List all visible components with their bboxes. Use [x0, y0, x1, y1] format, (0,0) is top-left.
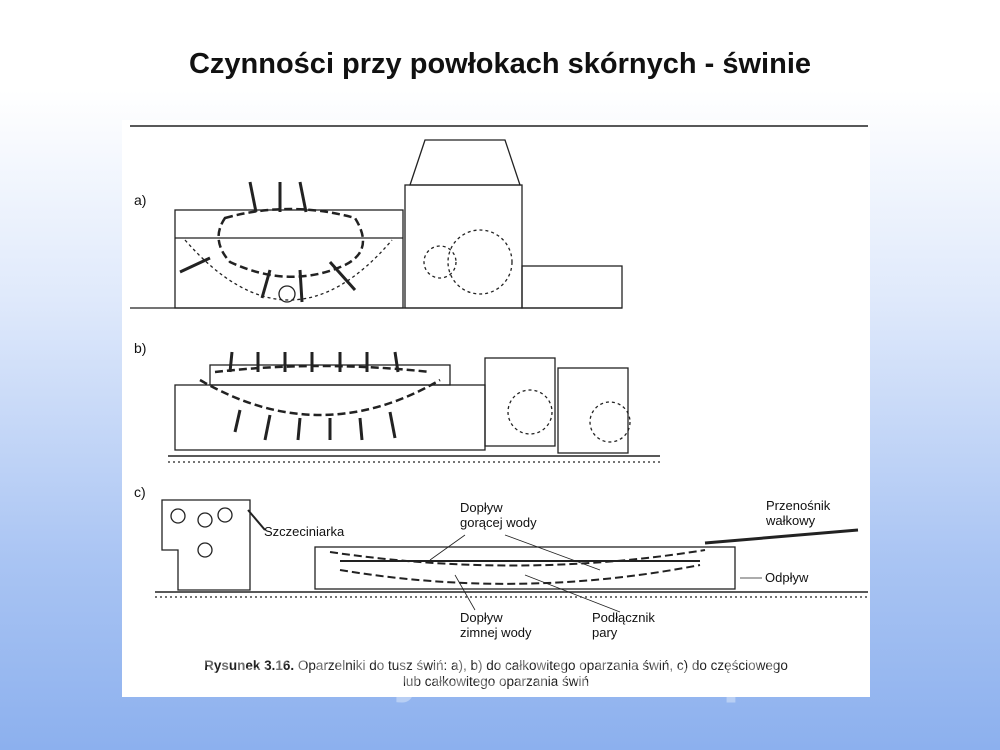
label-conveyor-line2: wałkowy [766, 513, 816, 528]
label-hot-water-line1: Dopływ [460, 500, 503, 515]
label-steam-line2: pary [592, 625, 618, 640]
label-steam-line1: Podłącznik [592, 610, 655, 625]
label-part-b: b) [134, 340, 147, 356]
label-conveyor-line1: Przenośnik [766, 498, 831, 513]
label-hot-water-line2: gorącej wody [460, 515, 537, 530]
label-conveyor: Przenośnik wałkowy [766, 498, 830, 528]
caption-number: Rysunek 3.16. [204, 658, 295, 673]
scalding-tanks-figure: a) b) c) Dopływ gorącej wody Szczeciniar… [122, 120, 870, 703]
drawing-a [130, 139, 623, 309]
label-part-c: c) [134, 484, 146, 500]
label-hot-water: Dopływ gorącej wody [460, 500, 537, 530]
slide-title: Czynności przy powłokach skórnych - świn… [188, 48, 812, 80]
label-drain: Odpływ [765, 570, 809, 585]
label-cold-water-line1: Dopływ [460, 610, 503, 625]
figure-caption: Rysunek 3.16. Oparzelniki do tusz świń: … [122, 658, 870, 690]
label-part-a: a) [134, 192, 147, 208]
label-cold-water: Dopływ zimnej wody [460, 610, 532, 640]
label-steam: Podłącznik pary [592, 610, 655, 640]
caption-line2: lub całkowitego oparzania świń [402, 674, 590, 689]
label-cold-water-line2: zimnej wody [460, 625, 532, 640]
watermark: wedlinydomowe.pl [182, 631, 783, 703]
caption-line1: Oparzelniki do tusz świń: a), b) do całk… [297, 658, 788, 673]
label-dehairer: Szczeciniarka [264, 524, 345, 539]
technical-drawing [130, 125, 868, 613]
drawing-b [168, 351, 660, 463]
drawing-c [155, 499, 868, 613]
